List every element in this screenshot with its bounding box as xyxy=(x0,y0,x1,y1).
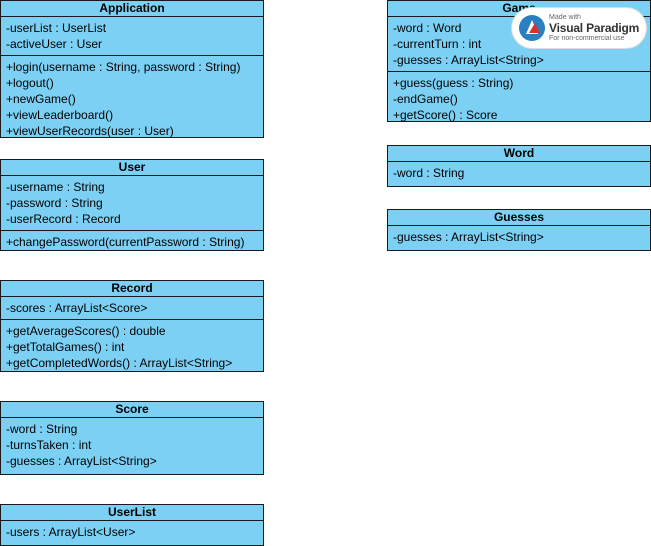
visual-paradigm-watermark: Made with Visual Paradigm For non-commer… xyxy=(512,8,646,48)
operation: +guess(guess : String) xyxy=(393,76,514,90)
attribute: -word : String xyxy=(393,166,465,180)
attribute: -password : String xyxy=(6,196,103,210)
watermark-line2: Visual Paradigm xyxy=(549,21,640,35)
operations-section: +login(username : String, password : Str… xyxy=(1,56,263,142)
operations-section: +changePassword(currentPassword : String… xyxy=(1,231,263,253)
attributes-section: -scores : ArrayList<Score> xyxy=(1,297,263,320)
operation: +getAverageScores() : double xyxy=(6,324,166,338)
class-name: UserList xyxy=(1,505,263,521)
class-guesses[interactable]: Guesses -guesses : ArrayList<String> xyxy=(387,209,651,251)
class-name: Record xyxy=(1,281,263,297)
class-word[interactable]: Word -word : String xyxy=(387,145,651,187)
attribute: -userRecord : Record xyxy=(6,212,121,226)
operation: +getTotalGames() : int xyxy=(6,340,125,354)
operation: +login(username : String, password : Str… xyxy=(6,60,241,74)
operation: +changePassword(currentPassword : String… xyxy=(6,235,245,249)
class-record[interactable]: Record -scores : ArrayList<Score> +getAv… xyxy=(0,280,264,372)
operations-section: +guess(guess : String) -endGame() +getSc… xyxy=(388,72,650,126)
visual-paradigm-logo-icon xyxy=(519,15,545,41)
operation: +viewLeaderboard() xyxy=(6,108,114,122)
watermark-line1: Made with xyxy=(549,14,581,21)
class-name: Guesses xyxy=(388,210,650,226)
attribute: -guesses : ArrayList<String> xyxy=(393,53,544,67)
class-name: User xyxy=(1,160,263,176)
operations-section: +getAverageScores() : double +getTotalGa… xyxy=(1,320,263,374)
attributes-section: -word : Word -currentTurn : int -guesses… xyxy=(388,17,650,72)
operation: +viewUserRecords(user : User) xyxy=(6,124,174,138)
class-userlist[interactable]: UserList -users : ArrayList<User> xyxy=(0,504,264,546)
attributes-section: -guesses : ArrayList<String> xyxy=(388,226,650,248)
attribute: -scores : ArrayList<Score> xyxy=(6,301,148,315)
operation: +logout() xyxy=(6,76,54,90)
attribute: -currentTurn : int xyxy=(393,37,482,51)
class-name: Score xyxy=(1,402,263,418)
attribute: -word : String xyxy=(6,422,78,436)
class-name: Application xyxy=(1,1,263,17)
operation: -endGame() xyxy=(393,92,458,106)
attribute: -word : Word xyxy=(393,21,462,35)
attributes-section: -username : String -password : String -u… xyxy=(1,176,263,231)
watermark-line3: For non-commercial use xyxy=(549,35,625,42)
class-application[interactable]: Application -userList : UserList -active… xyxy=(0,0,264,138)
attribute: -users : ArrayList<User> xyxy=(6,525,136,539)
attributes-section: -userList : UserList -activeUser : User xyxy=(1,17,263,56)
attribute: -guesses : ArrayList<String> xyxy=(393,230,544,244)
attribute: -username : String xyxy=(6,180,105,194)
class-user[interactable]: User -username : String -password : Stri… xyxy=(0,159,264,251)
class-score[interactable]: Score -word : String -turnsTaken : int -… xyxy=(0,401,264,475)
attributes-section: -word : String xyxy=(388,162,650,184)
operation: +getScore() : Score xyxy=(393,108,498,122)
attribute: -guesses : ArrayList<String> xyxy=(6,454,157,468)
attributes-section: -word : String -turnsTaken : int -guesse… xyxy=(1,418,263,472)
attribute: -userList : UserList xyxy=(6,21,107,35)
attribute: -activeUser : User xyxy=(6,37,103,51)
attributes-section: -users : ArrayList<User> xyxy=(1,521,263,543)
operation: +getCompletedWords() : ArrayList<String> xyxy=(6,356,233,370)
operation: +newGame() xyxy=(6,92,76,106)
attribute: -turnsTaken : int xyxy=(6,438,92,452)
class-name: Word xyxy=(388,146,650,162)
